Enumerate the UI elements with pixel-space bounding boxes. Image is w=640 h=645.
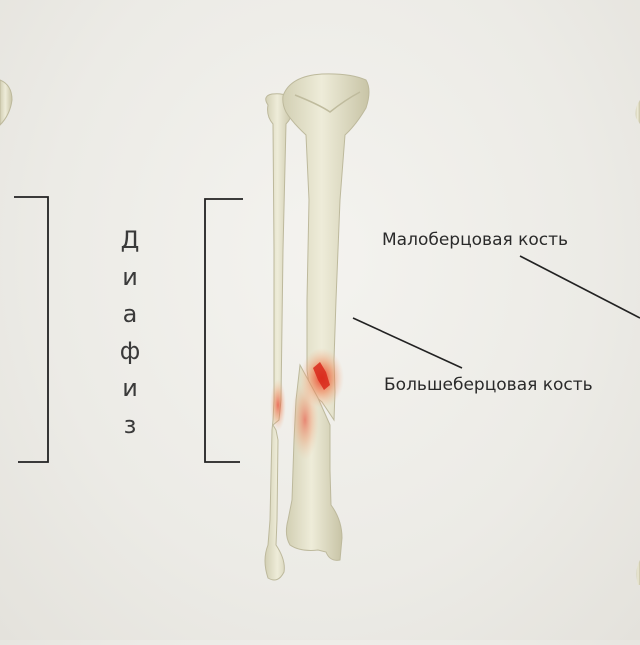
diaphysis-bracket	[205, 199, 243, 462]
diaphysis-letter: а	[112, 296, 148, 333]
tibia-lower-fracture-glow	[291, 380, 319, 460]
diaphysis-letter: з	[112, 407, 148, 444]
right-partial-bone	[636, 100, 640, 124]
right-partial-bone-bottom	[636, 560, 640, 585]
diaphysis-letter: и	[112, 259, 148, 296]
fibula-bone	[265, 94, 292, 580]
tibia-leader-line	[353, 318, 462, 368]
fibula-leader-line	[520, 256, 640, 318]
fibula-label: Малоберцовая кость	[382, 230, 568, 250]
diaphysis-letter: Д	[112, 222, 148, 259]
diaphysis-label: Д и а ф и з	[112, 222, 148, 444]
tibia-label: Большеберцовая кость	[384, 375, 593, 395]
fibula-fracture-glow	[270, 379, 286, 431]
diaphysis-letter: ф	[112, 333, 148, 370]
left-bracket	[14, 197, 48, 462]
diaphysis-letter: и	[112, 370, 148, 407]
left-partial-bone	[0, 80, 12, 125]
